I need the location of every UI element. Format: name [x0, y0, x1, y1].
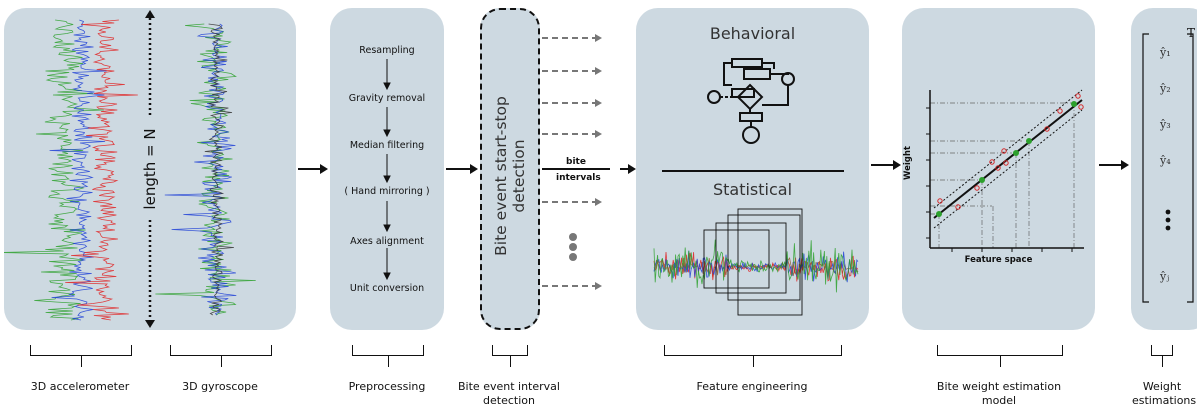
detection-panel-text: Bite event start-stop detection [492, 96, 528, 256]
label-accelerometer: 3D accelerometer [30, 380, 130, 393]
label-features: Feature engineering [696, 380, 808, 393]
step-hand-mirroring: ( Hand mirroring ) [344, 186, 430, 197]
detection-panel [480, 8, 540, 330]
label-gyroscope: 3D gyroscope [182, 380, 258, 393]
arrow-label-bite: bite [566, 157, 586, 167]
label-detection: Bite event interval detection [458, 380, 560, 407]
windowed-signal [653, 208, 859, 316]
preprocessing-arrows [383, 59, 391, 281]
length-label: length = N [141, 128, 159, 210]
bracket-detection [492, 345, 528, 367]
sensor-signals [4, 19, 256, 321]
bracket-preprocessing [352, 345, 424, 367]
regression-plot [926, 89, 1084, 252]
step-axes-alignment: Axes alignment [350, 236, 424, 247]
step-median-filtering: Median filtering [349, 140, 425, 151]
statistical-title: Statistical [712, 180, 793, 199]
bracket-accelerometer [30, 345, 132, 367]
model-xlabel: Feature space [964, 255, 1033, 265]
vector-brackets [1142, 33, 1194, 303]
arrow-label-intervals: intervals [556, 173, 601, 183]
length-arrow [145, 10, 155, 328]
estimate-1: ŷ₁ [1160, 46, 1171, 59]
step-resampling: Resampling [359, 45, 415, 56]
estimate-2: ŷ₂ [1160, 82, 1171, 95]
estimate-3: ŷ₃ [1160, 118, 1171, 131]
bracket-estimations [1151, 345, 1173, 367]
estimate-j: ŷⱼ [1160, 270, 1170, 283]
model-panel [902, 8, 1095, 330]
bite-intervals-arrowhead [620, 164, 636, 174]
model-ylabel: Weight [903, 146, 913, 180]
arrow-to-estimations [1099, 160, 1129, 170]
bracket-features [664, 345, 842, 367]
arrow-to-model [871, 160, 901, 170]
label-preprocessing: Preprocessing [348, 380, 426, 393]
label-estimations: Weight estimations [1132, 380, 1197, 407]
bracket-gyroscope [170, 345, 272, 367]
transpose-mark: T [1187, 26, 1196, 40]
feature-divider [662, 170, 844, 172]
flowchart-icon [707, 58, 795, 144]
bracket-model [937, 345, 1063, 367]
arrow-to-preprocessing [298, 164, 328, 174]
estimations-panel [1131, 8, 1197, 330]
estimate-4: ŷ₄ [1160, 154, 1171, 167]
arrow-to-detection [446, 164, 478, 174]
behavioral-title: Behavioral [709, 24, 796, 43]
step-gravity-removal: Gravity removal [348, 93, 426, 104]
interval-arrows [542, 34, 610, 290]
label-model: Bite weight estimation model [936, 380, 1062, 407]
step-unit-conversion: Unit conversion [349, 283, 425, 294]
